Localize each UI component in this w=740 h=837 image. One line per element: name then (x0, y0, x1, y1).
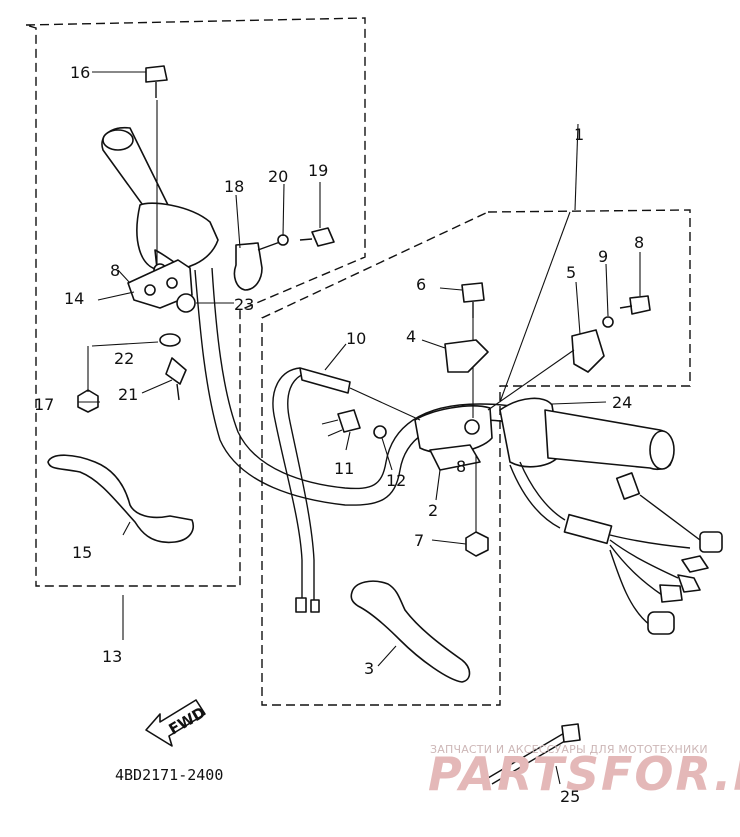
label-7: 7 (414, 531, 424, 550)
part-23 (176, 293, 196, 313)
label-19: 19 (308, 161, 328, 180)
washer-9 (602, 316, 614, 328)
label-20: 20 (268, 167, 288, 186)
leader-lines (78, 71, 641, 785)
label-13: 13 (102, 647, 122, 666)
label-10: 10 (346, 329, 366, 348)
screw-19 (299, 227, 335, 247)
label-16: 16 (70, 63, 90, 82)
label-3: 3 (364, 659, 374, 678)
label-4: 4 (406, 327, 416, 346)
left-lever (47, 454, 194, 544)
part-labels: 1 2 3 4 5 6 7 8 8 9 10 11 12 13 14 15 16… (34, 63, 644, 806)
right-grip-assembly (499, 397, 675, 471)
label-23: 23 (234, 295, 254, 314)
watermark-brand: PARTSFOR.RU (428, 747, 740, 801)
label-17: 17 (34, 395, 54, 414)
clamp-bracket (127, 259, 193, 309)
switch-11 (321, 409, 361, 437)
left-grip-assembly (101, 126, 219, 283)
label-11: 11 (334, 459, 354, 478)
bolt-25 (487, 723, 581, 785)
label-22: 22 (114, 349, 134, 368)
cable-10 (272, 367, 421, 613)
parts-22-21 (159, 333, 187, 401)
label-12: 12 (386, 471, 406, 490)
screw-8 (619, 295, 651, 315)
switch-18 (233, 241, 281, 291)
bolt-16 (145, 65, 168, 265)
lever-holder (414, 405, 493, 471)
handlebar-outer (211, 267, 559, 490)
label-15: 15 (72, 543, 92, 562)
label-25: 25 (560, 787, 580, 806)
right-lever (350, 580, 471, 683)
label-21: 21 (118, 385, 138, 404)
watermark-tagline: ЗАПЧАСТИ И АКСЕССУАРЫ ДЛЯ МОТОТЕХНИКИ (430, 743, 708, 756)
right-group-box (261, 209, 691, 706)
part-12 (373, 425, 387, 439)
label-8b: 8 (456, 457, 466, 476)
switch-5 (487, 329, 605, 411)
washer-20 (277, 234, 289, 246)
nut-7 (465, 455, 489, 557)
switch-4 (444, 339, 489, 373)
label-1: 1 (574, 125, 584, 144)
label-5: 5 (566, 263, 576, 282)
label-8a: 8 (634, 233, 644, 252)
left-group-box (25, 17, 366, 587)
nut-17 (77, 389, 99, 413)
label-9: 9 (598, 247, 608, 266)
fwd-arrow: FWD (145, 699, 209, 747)
label-14: 14 (64, 289, 84, 308)
label-6: 6 (416, 275, 426, 294)
catalog-code: 4BD2171-2400 (115, 766, 223, 784)
label-2: 2 (428, 501, 438, 520)
label-24: 24 (612, 393, 632, 412)
label-8c: 8 (110, 261, 120, 280)
label-18: 18 (224, 177, 244, 196)
wiring-harness (509, 461, 723, 635)
